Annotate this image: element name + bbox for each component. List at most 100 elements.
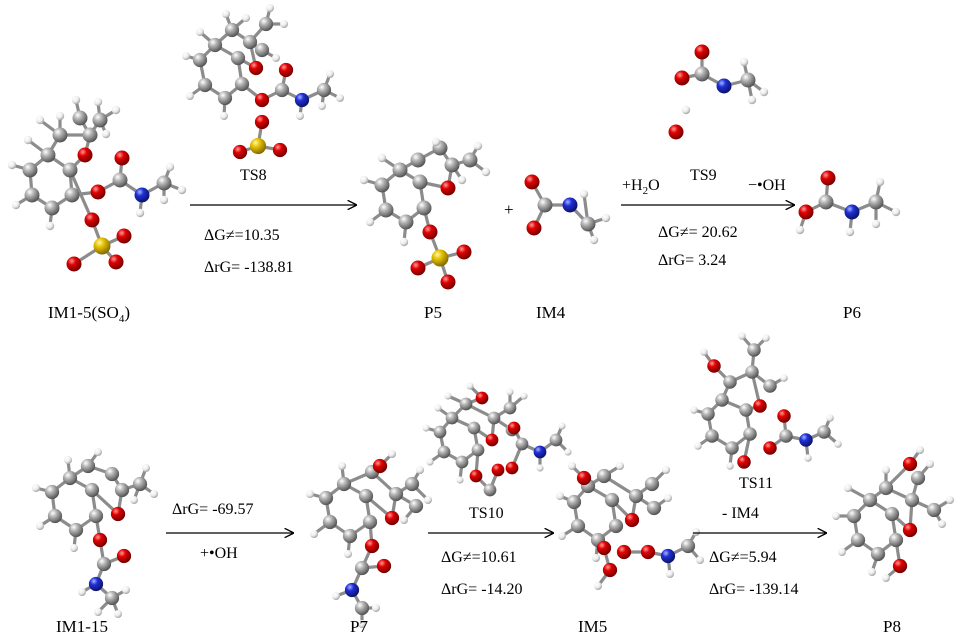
carbon-atom (378, 202, 394, 218)
hydrogen-atom (177, 185, 187, 195)
oxygen-atom (364, 538, 380, 554)
hydrogen-atom (220, 112, 228, 120)
hydrogen-atom (280, 20, 288, 28)
carbon-atom (354, 600, 370, 616)
hydrogen-atom (690, 406, 698, 414)
carbon-atom (84, 482, 100, 498)
label-p6: P6 (843, 303, 861, 322)
carbon-atom (68, 522, 84, 538)
oxygen-atom (640, 544, 656, 560)
step2-drg: ΔrG= 3.24 (658, 252, 726, 269)
hydrogen-atom (868, 568, 876, 576)
molecule-p5 (359, 137, 491, 290)
carbon-atom (342, 528, 358, 544)
hydrogen-atom (318, 102, 326, 110)
carbon-atom (388, 486, 404, 502)
carbon-atom (112, 172, 128, 188)
carbon-atom (743, 427, 757, 441)
carbon-atom (82, 127, 98, 143)
oxygen-atom (596, 540, 612, 556)
carbon-atom (96, 556, 112, 572)
carbon-atom (608, 518, 624, 534)
hydrogen-atom (844, 484, 852, 492)
hydrogen-atom (838, 548, 846, 556)
carbon-atom (64, 187, 80, 203)
carbon-atom (318, 490, 334, 506)
carbon-atom (680, 538, 696, 554)
carbon-atom (404, 476, 420, 492)
oxygen-atom (84, 212, 100, 228)
carbon-atom (88, 508, 104, 524)
hydrogen-atom (564, 448, 572, 456)
carbon-atom (47, 508, 63, 524)
hydrogen-atom (558, 532, 566, 540)
oxygen-atom (422, 224, 438, 240)
hydrogen-atom (681, 105, 691, 115)
carbon-atom (487, 411, 501, 425)
carbon-atom (747, 343, 761, 357)
oxygen-atom (254, 114, 270, 130)
carbon-atom (392, 162, 408, 178)
oxygen-atom (440, 180, 456, 196)
hydrogen-atom (142, 464, 150, 472)
oxygen-atom (616, 544, 632, 560)
nitrogen-atom (844, 204, 860, 220)
hydrogen-atom (196, 28, 204, 36)
carbon-atom (570, 518, 586, 534)
carbon-atom (850, 532, 866, 548)
hydrogen-atom (882, 466, 890, 474)
hydrogen-atom (457, 175, 467, 185)
carbon-atom (444, 157, 460, 173)
hydrogen-atom (359, 175, 369, 185)
hydrogen-atom (916, 446, 924, 454)
molecule-ts9 (668, 44, 769, 140)
hydrogen-atom (845, 227, 855, 237)
carbon-atom (92, 112, 108, 128)
oxygen-atom (505, 461, 519, 475)
hydrogen-atom (726, 462, 734, 470)
carbon-atom (725, 441, 739, 455)
bond (68, 168, 94, 222)
sulfur-atom (431, 249, 449, 267)
oxygen-atom (110, 506, 126, 522)
hydrogen-atom (424, 496, 432, 504)
hydrogen-atom (150, 490, 158, 498)
carbon-atom (410, 152, 426, 168)
oxygen-atom (108, 254, 124, 270)
carbon-atom (197, 77, 213, 93)
carbon-atom (549, 433, 563, 447)
carbon-atom (862, 492, 878, 508)
hydrogen-atom (70, 544, 78, 552)
hydrogen-atom (739, 57, 749, 67)
hydrogen-atom (804, 454, 812, 462)
nitrogen-atom (799, 433, 813, 447)
hydrogen-atom (45, 221, 55, 231)
hydrogen-atom (762, 334, 770, 342)
hydrogen-atom (696, 556, 704, 564)
hydrogen-atom (520, 392, 528, 400)
hydrogen-atom (795, 225, 805, 235)
carbon-atom (817, 425, 831, 439)
step2-dg: ΔG≠= 20.62 (658, 224, 738, 241)
step4-drg: ΔrG= -14.20 (441, 581, 523, 598)
carbon-atom (104, 466, 120, 482)
molecule-p8 (832, 446, 954, 582)
hydrogen-atom (431, 137, 441, 147)
hydrogen-atom (11, 200, 21, 210)
carbon-atom (878, 480, 894, 496)
oxygen-atom (753, 399, 767, 413)
carbon-atom (467, 421, 481, 435)
hydrogen-atom (456, 476, 464, 484)
hydrogen-atom (662, 466, 670, 474)
molecule-p6 (795, 170, 901, 237)
hydrogen-atom (78, 588, 86, 596)
carbon-atom (408, 498, 424, 514)
carbon-atom (234, 76, 250, 92)
carbon-atom (701, 407, 715, 421)
hydrogen-atom (114, 610, 122, 618)
oxygen-atom (456, 244, 472, 260)
hydrogen-atom (759, 87, 769, 97)
hydrogen-atom (71, 95, 81, 105)
hydrogen-atom (700, 348, 708, 356)
hydrogen-atom (358, 620, 366, 628)
